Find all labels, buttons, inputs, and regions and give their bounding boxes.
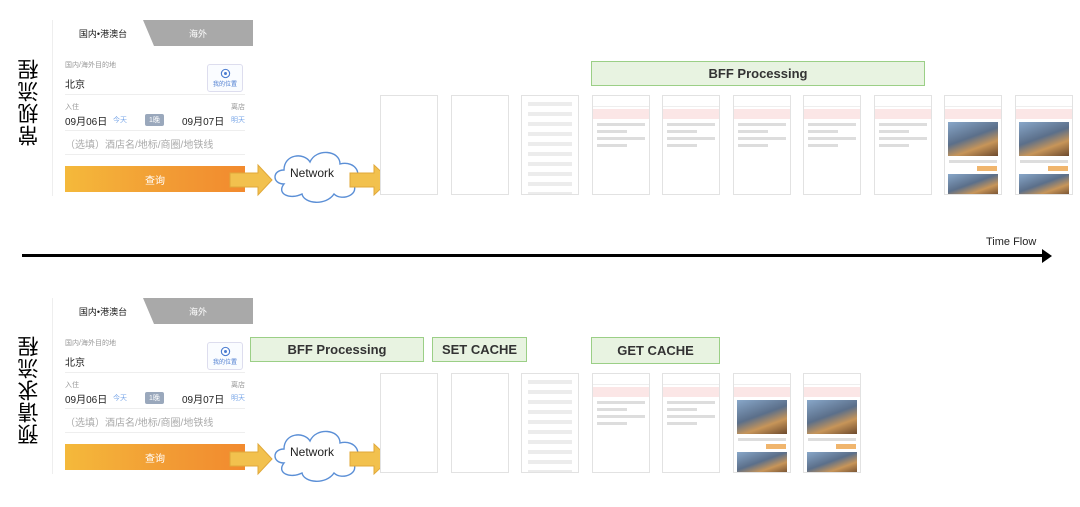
nights-badge: 1晚: [145, 392, 164, 404]
checkin-caption: 入住: [65, 382, 79, 389]
network-flow-normal: Network: [229, 151, 391, 203]
my-location-label: 我的位置: [212, 82, 237, 88]
arrow-shape: [229, 442, 273, 476]
page-state-frame-skeleton: [521, 373, 579, 473]
location-target-icon: [220, 346, 230, 357]
page-state-frame-blank: [450, 95, 509, 195]
page-state-frame-list: [732, 95, 791, 195]
page-state-frame-list: [662, 373, 720, 473]
keyword-search-input[interactable]: （选填）酒店名/地标/商圈/地铁线: [65, 418, 214, 429]
row-label-normal: 常规流程: [17, 58, 41, 146]
checkout-caption: 离店: [231, 382, 245, 389]
keyword-search-input[interactable]: （选填）酒店名/地标/商圈/地铁线: [65, 140, 214, 151]
destination-city[interactable]: 北京: [65, 80, 85, 91]
location-target-icon: [220, 68, 230, 79]
set-cache-box: SET CACHE: [432, 337, 527, 362]
arrow-shape: [229, 163, 273, 197]
page-state-frame-blank: [380, 373, 438, 473]
checkin-relative: 今天: [113, 117, 127, 124]
row-label-prefetch: 预请求流程: [17, 335, 41, 445]
page-state-frame-photo: [1014, 95, 1073, 195]
destination-caption: 国内/海外目的地: [65, 340, 116, 347]
checkin-date[interactable]: 09月06日: [65, 117, 108, 128]
bff-processing-box-normal: BFF Processing: [591, 61, 925, 86]
destination-caption: 国内/海外目的地: [65, 62, 116, 69]
cloud-shape: [274, 151, 359, 203]
page-state-frame-photo: [944, 95, 1002, 195]
checkin-caption: 入住: [65, 104, 79, 111]
destination-city[interactable]: 北京: [65, 358, 85, 369]
page-state-frame-skeleton: [521, 95, 579, 195]
page-state-frame-photo: [732, 373, 791, 473]
page-state-frame-list: [591, 95, 650, 195]
page-state-frame-list: [873, 95, 932, 195]
query-button[interactable]: 查询: [65, 166, 245, 192]
search-form-normal: 国内•港澳台 海外 国内/海外目的地 北京 我的位置 入住 离店 09月06日 …: [52, 20, 253, 196]
get-cache-box: GET CACHE: [591, 337, 720, 364]
my-location-button[interactable]: 我的位置: [207, 342, 243, 370]
timeline-axis: [22, 254, 1044, 257]
checkout-caption: 离店: [231, 104, 245, 111]
my-location-button[interactable]: 我的位置: [207, 64, 243, 92]
nights-badge: 1晚: [145, 114, 164, 126]
page-state-frame-list: [662, 95, 720, 195]
tab-overseas[interactable]: 海外: [143, 20, 253, 46]
timeline-label: Time Flow: [986, 236, 1037, 248]
search-form-prefetch: 国内•港澳台 海外 国内/海外目的地 北京 我的位置 入住 离店 09月06日 …: [52, 298, 253, 474]
query-button[interactable]: 查询: [65, 444, 245, 470]
page-state-frame-list: [803, 95, 861, 195]
network-label: Network: [290, 445, 335, 459]
bff-processing-box-prefetch: BFF Processing: [250, 337, 424, 362]
tab-domestic[interactable]: 国内•港澳台: [53, 298, 153, 324]
my-location-label: 我的位置: [212, 360, 237, 366]
checkout-relative: 明天: [231, 117, 245, 124]
page-state-frame-list: [591, 373, 650, 473]
page-state-frame-blank: [450, 373, 509, 473]
checkin-date[interactable]: 09月06日: [65, 395, 108, 406]
checkout-relative: 明天: [231, 395, 245, 402]
checkin-relative: 今天: [113, 395, 127, 402]
checkout-date[interactable]: 09月07日: [182, 395, 225, 406]
network-label: Network: [290, 166, 335, 180]
network-flow-prefetch: Network: [229, 430, 391, 482]
tab-overseas[interactable]: 海外: [143, 298, 253, 324]
checkout-date[interactable]: 09月07日: [182, 117, 225, 128]
timeline-arrowhead: [1042, 249, 1052, 263]
tab-domestic[interactable]: 国内•港澳台: [53, 20, 153, 46]
cloud-shape: [274, 430, 359, 482]
page-state-frame-blank: [380, 95, 438, 195]
page-state-frame-photo: [803, 373, 861, 473]
